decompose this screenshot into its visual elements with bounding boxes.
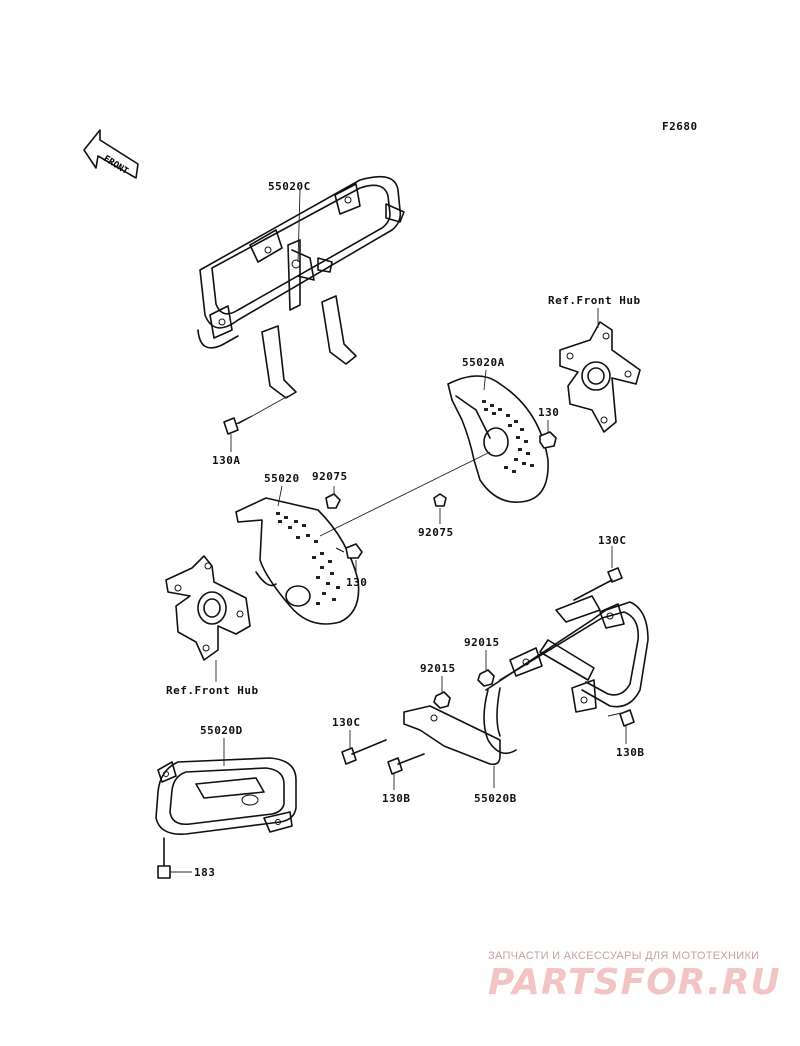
figure-code: F2680 bbox=[662, 120, 698, 133]
watermark-logo: PARTSFOR.RU bbox=[488, 962, 781, 1003]
label-130a: 130A bbox=[212, 454, 241, 467]
bolt-130b-right-icon bbox=[619, 709, 635, 727]
bolt-183-icon bbox=[157, 837, 171, 879]
label-130-left: 130 bbox=[346, 576, 368, 589]
label-92015-left: 92015 bbox=[420, 662, 456, 675]
label-55020d: 55020D bbox=[200, 724, 243, 737]
watermark-tagline: ЗАПЧАСТИ И АКСЕССУАРЫ ДЛЯ МОТОТЕХНИКИ bbox=[488, 950, 760, 962]
label-130b-right: 130B bbox=[616, 746, 645, 759]
label-130c-left: 130C bbox=[332, 716, 361, 729]
front-arrow-icon: FRONT bbox=[83, 129, 139, 179]
bolt-130-left-icon bbox=[335, 543, 363, 559]
plate-55020-drawing bbox=[235, 497, 360, 625]
label-130-right: 130 bbox=[538, 406, 560, 419]
plate-55020a-drawing bbox=[447, 375, 549, 503]
nut-92015-left-icon bbox=[433, 691, 451, 709]
label-55020a: 55020A bbox=[462, 356, 505, 369]
label-ref-front-hub-left: Ref.Front Hub bbox=[166, 684, 259, 697]
bolt-130c-top-icon bbox=[573, 567, 623, 601]
nut-92015-right-icon bbox=[477, 669, 495, 687]
guard-lower-right-drawing bbox=[403, 595, 649, 766]
front-hub-right-drawing bbox=[559, 321, 641, 433]
label-55020: 55020 bbox=[264, 472, 300, 485]
label-183: 183 bbox=[194, 866, 216, 879]
front-hub-left-drawing bbox=[165, 555, 251, 661]
label-92075-top: 92075 bbox=[312, 470, 348, 483]
guard-lower-left-drawing bbox=[155, 757, 297, 835]
front-arrow-label: FRONT bbox=[101, 154, 130, 177]
label-55020b: 55020B bbox=[474, 792, 517, 805]
label-92075-mid: 92075 bbox=[418, 526, 454, 539]
label-130b-left: 130B bbox=[382, 792, 411, 805]
label-55020c: 55020C bbox=[268, 180, 311, 193]
nut-92075-top-icon bbox=[325, 493, 341, 509]
bolt-130c-left-icon bbox=[341, 739, 387, 765]
guard-upper-drawing bbox=[197, 175, 405, 399]
bolt-130b-left-icon bbox=[387, 753, 425, 775]
label-92015-right: 92015 bbox=[464, 636, 500, 649]
nut-92075-mid-icon bbox=[433, 493, 447, 507]
label-130c-top: 130C bbox=[598, 534, 627, 547]
label-ref-front-hub-right: Ref.Front Hub bbox=[548, 294, 641, 307]
nut-130-right-icon bbox=[539, 431, 557, 449]
